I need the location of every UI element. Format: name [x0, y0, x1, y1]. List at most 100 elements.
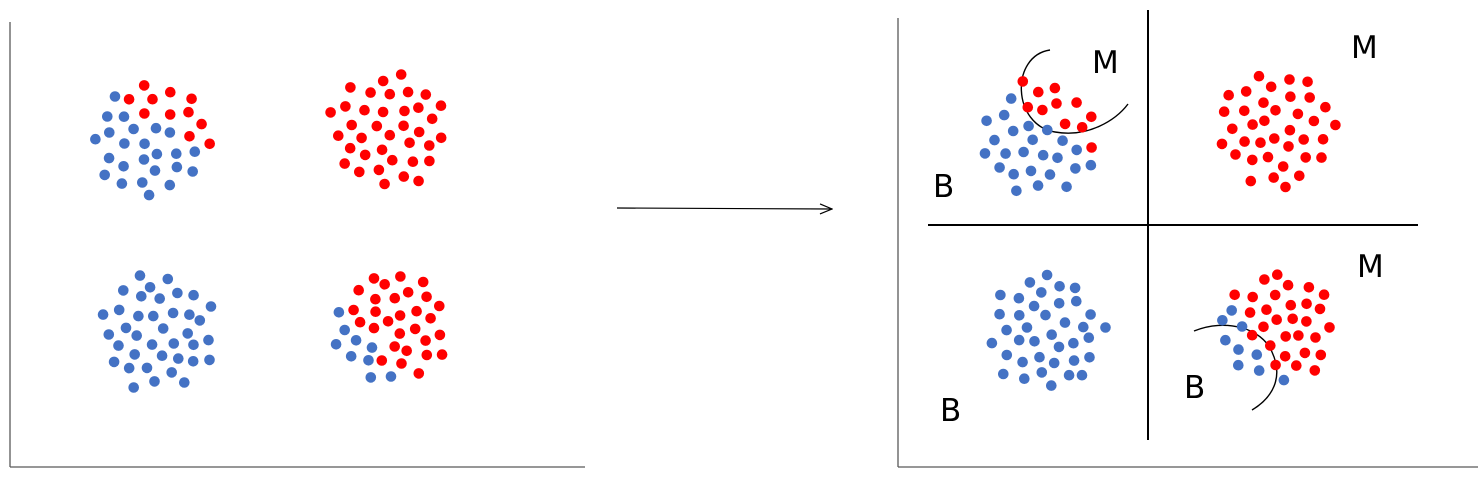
red-dot-left-bottom-right — [402, 287, 414, 298]
red-dot-right-top-right — [1223, 89, 1234, 101]
red-dot-right-top-right — [1292, 108, 1304, 120]
blue-dot-left-bottom-right — [330, 339, 342, 350]
blue-dot-left-bottom-left — [123, 362, 135, 374]
blue-dot-right-bottom-left — [1059, 317, 1071, 328]
red-dot-left-top-left — [147, 93, 158, 105]
red-dot-left-top-right — [398, 171, 410, 182]
blue-dot-right-bottom-left — [1019, 373, 1030, 385]
red-dot-right-top-left — [1017, 76, 1029, 87]
blue-dot-right-bottom-left — [995, 289, 1006, 301]
blue-dot-left-top-left — [171, 161, 183, 173]
blue-dot-left-top-left — [104, 127, 115, 138]
blue-dot-right-bottom-left — [1001, 324, 1012, 336]
blue-dot-left-bottom-left — [128, 382, 139, 393]
blue-dot-left-top-left — [189, 146, 201, 157]
red-dot-right-bottom-right — [1287, 313, 1298, 325]
red-dot-left-top-right — [377, 75, 389, 87]
blue-dot-right-top-left — [1070, 163, 1081, 174]
blue-dot-right-top-left — [1042, 124, 1053, 136]
blue-dot-right-bottom-left — [1084, 352, 1095, 363]
blue-dot-left-top-left — [118, 111, 130, 122]
red-dot-left-bottom-right — [389, 292, 401, 304]
red-dot-left-top-right — [424, 155, 435, 167]
red-dot-left-bottom-right — [409, 323, 421, 335]
red-dot-right-bottom-right — [1293, 330, 1304, 341]
red-dot-right-top-left — [1051, 98, 1062, 109]
blue-dot-right-bottom-left — [1071, 295, 1082, 307]
red-dot-left-top-left — [164, 109, 176, 120]
red-dot-right-bottom-right — [1291, 360, 1302, 371]
red-dot-right-bottom-right — [1272, 269, 1283, 281]
red-dot-right-bottom-right — [1246, 329, 1258, 341]
blue-dot-right-bottom-left — [1013, 292, 1025, 304]
blue-dot-right-bottom-left — [1048, 357, 1060, 369]
red-dot-left-bottom-right — [421, 349, 433, 361]
red-dot-left-top-right — [346, 119, 358, 131]
transform-arrow — [616, 208, 832, 209]
red-dot-left-top-right — [354, 166, 365, 178]
red-dot-left-top-left — [139, 108, 150, 119]
red-dot-left-top-left — [196, 118, 207, 130]
blue-dot-right-top-left — [1071, 144, 1082, 156]
red-dot-right-top-right — [1317, 134, 1329, 145]
blue-dot-left-top-left — [103, 152, 115, 164]
red-dot-left-top-right — [379, 178, 390, 190]
blue-dot-left-bottom-left — [97, 309, 109, 320]
red-dot-right-top-right — [1240, 86, 1252, 97]
red-dot-left-top-right — [404, 137, 415, 149]
red-dot-right-bottom-right — [1299, 347, 1311, 359]
blue-dot-right-bottom-left — [1017, 356, 1028, 368]
red-dot-left-top-right — [325, 107, 336, 118]
blue-dot-left-bottom-left — [146, 339, 158, 350]
dots-layer — [90, 69, 1341, 393]
red-dot-right-top-right — [1239, 136, 1250, 147]
red-dot-right-top-right — [1280, 181, 1291, 193]
blue-dot-left-top-left — [99, 169, 110, 181]
blue-dot-left-top-left — [151, 148, 163, 160]
red-dot-right-top-right — [1270, 105, 1281, 116]
blue-dot-left-bottom-left — [188, 339, 199, 351]
blue-dot-right-top-left — [1007, 125, 1019, 137]
red-dot-left-bottom-right — [425, 313, 436, 324]
blue-dot-left-bottom-left — [113, 340, 124, 351]
red-dot-left-top-right — [413, 126, 425, 138]
blue-dot-left-bottom-left — [173, 353, 184, 364]
blue-dot-right-bottom-right — [1251, 349, 1263, 361]
red-dot-right-top-right — [1294, 170, 1305, 182]
red-dot-left-top-right — [413, 102, 424, 113]
blue-dot-left-top-left — [143, 189, 155, 201]
blue-dot-left-bottom-left — [194, 315, 206, 326]
blue-dot-left-bottom-right — [339, 324, 351, 336]
red-dot-left-top-left — [184, 131, 195, 142]
red-dot-right-bottom-right — [1282, 279, 1294, 291]
blue-dot-right-bottom-right — [1226, 305, 1237, 316]
blue-dot-right-bottom-left — [1054, 281, 1065, 292]
red-dot-right-bottom-right — [1269, 289, 1281, 301]
red-dot-right-top-left — [1059, 118, 1071, 130]
blue-dot-right-bottom-left — [1028, 300, 1040, 312]
blue-dot-right-bottom-left — [1085, 309, 1096, 320]
blue-dot-left-top-left — [149, 165, 161, 176]
blue-dot-right-top-left — [1000, 148, 1011, 159]
blue-dot-right-bottom-right — [1253, 365, 1265, 376]
blue-dot-left-bottom-left — [187, 356, 199, 367]
blue-dot-left-bottom-left — [108, 356, 120, 368]
red-dot-left-top-right — [373, 164, 385, 176]
red-dot-left-top-right — [420, 89, 432, 100]
blue-dot-right-top-left — [1018, 146, 1029, 158]
red-dot-right-top-right — [1298, 134, 1309, 145]
blue-dot-right-bottom-left — [1001, 349, 1013, 361]
red-dot-left-top-right — [424, 140, 435, 151]
blue-dot-right-top-left — [1061, 181, 1072, 193]
red-dot-left-bottom-right — [436, 349, 448, 360]
red-dot-right-top-right — [1316, 152, 1327, 163]
red-dot-right-bottom-right — [1247, 291, 1258, 303]
red-dot-left-bottom-right — [394, 328, 406, 339]
red-dot-left-bottom-right — [379, 279, 391, 290]
red-dot-left-bottom-right — [382, 316, 394, 327]
red-dot-left-top-left — [186, 93, 197, 105]
blue-dot-right-bottom-left — [1046, 380, 1057, 391]
red-dot-left-bottom-right — [389, 341, 401, 352]
red-dot-left-bottom-right — [368, 273, 380, 284]
red-dot-right-top-right — [1218, 106, 1230, 117]
